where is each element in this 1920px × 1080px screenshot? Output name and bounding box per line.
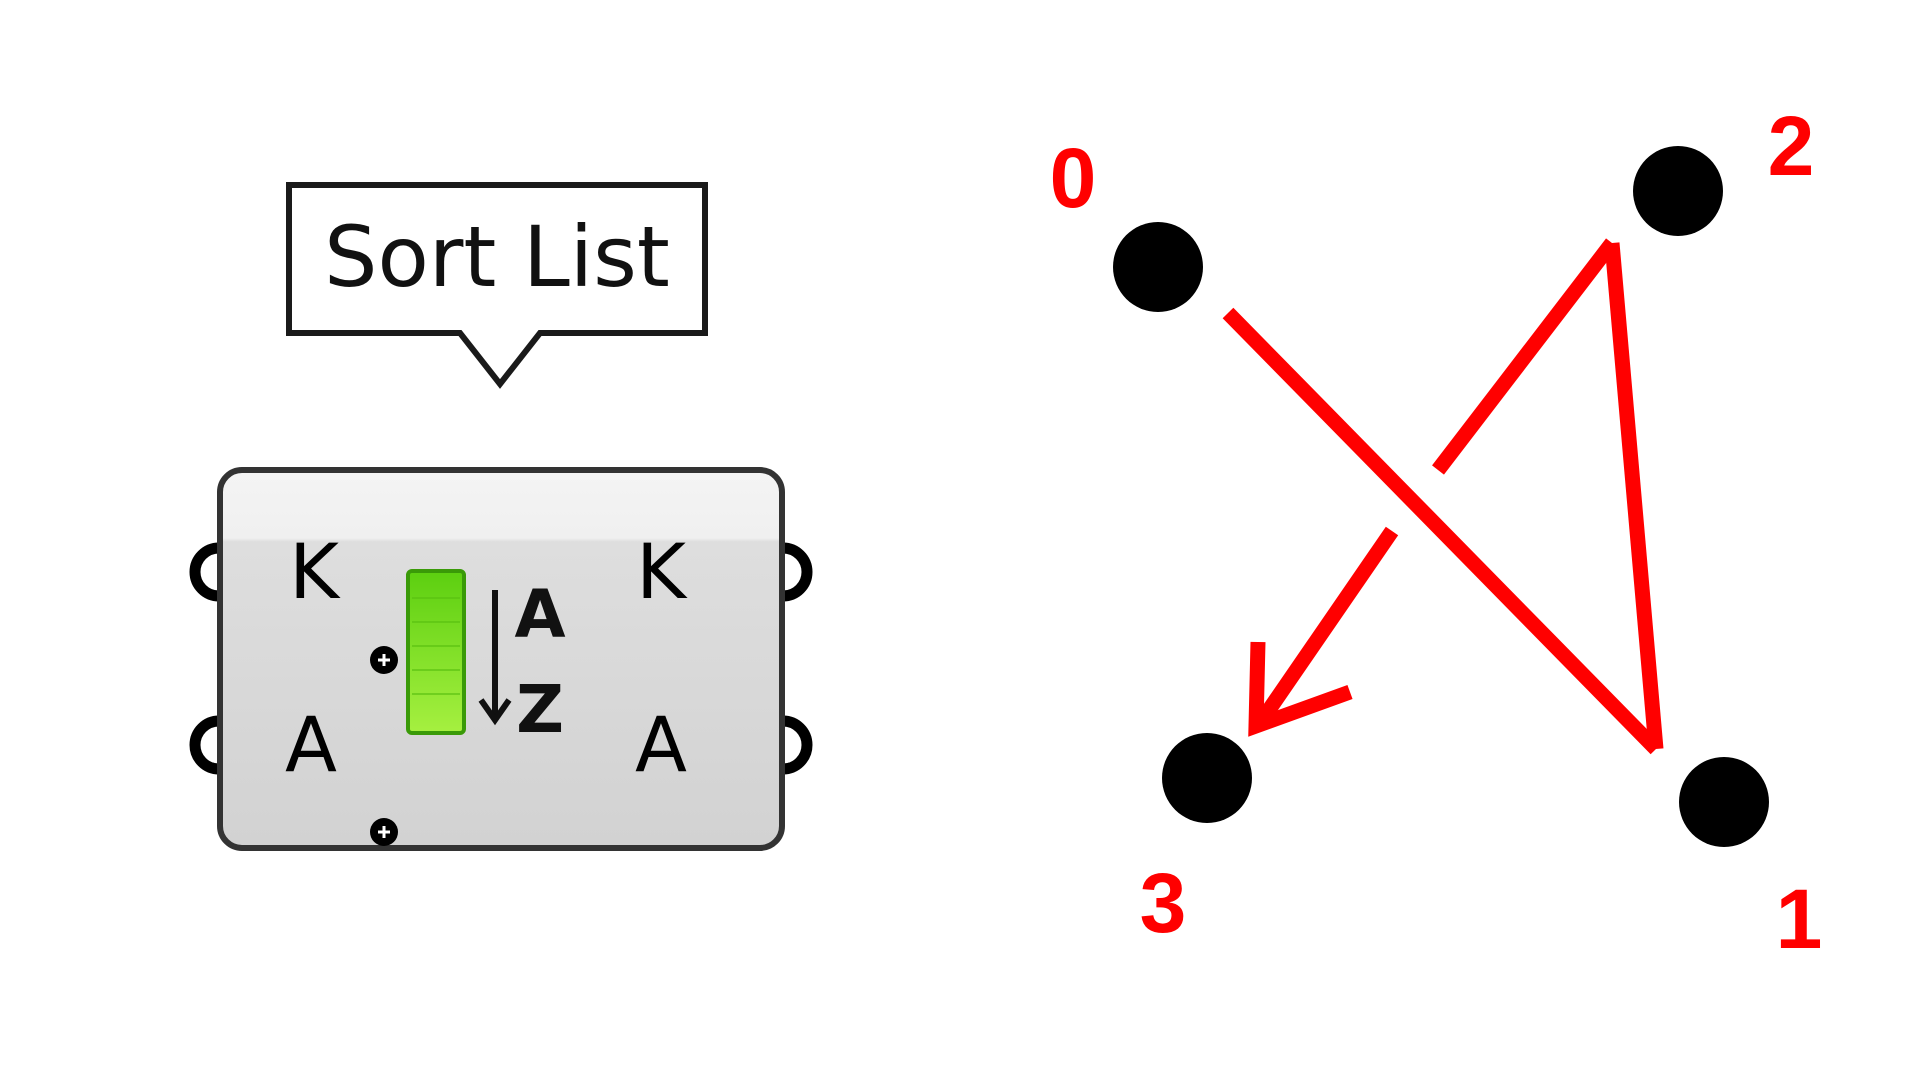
point-1 (1679, 757, 1769, 847)
path-segment-1-2 (1604, 242, 1664, 750)
point-label-1: 1 (1776, 872, 1823, 966)
output-label-a: A (635, 700, 687, 789)
input-label-a: A (285, 700, 337, 789)
add-input-a-icon[interactable] (370, 818, 398, 846)
tooltip-text: Sort List (324, 208, 670, 306)
sort-az-icon: A Z (406, 569, 566, 748)
sort-order-path (1222, 238, 1664, 755)
output-grip-k[interactable] (782, 542, 813, 602)
input-label-k: K (289, 527, 341, 616)
svg-text:A: A (514, 576, 565, 653)
point-label-2: 2 (1768, 99, 1815, 193)
svg-text:Z: Z (516, 671, 564, 748)
component-body[interactable] (217, 467, 785, 851)
point-0 (1113, 222, 1203, 312)
output-label-k: K (636, 527, 688, 616)
path-segment-2-3b (1255, 526, 1399, 725)
tooltip-sort-list: Sort List (286, 182, 708, 389)
input-grip-a[interactable] (189, 715, 220, 775)
add-input-k-icon[interactable] (370, 646, 398, 674)
input-grip-k[interactable] (189, 542, 220, 602)
point-label-3: 3 (1140, 856, 1187, 950)
path-segment-2-3a (1432, 238, 1618, 475)
arrowhead-icon (1248, 641, 1353, 737)
point-3 (1162, 733, 1252, 823)
output-grip-a[interactable] (782, 715, 813, 775)
point-2 (1633, 146, 1723, 236)
sort-list-component[interactable]: K A K A A Z (189, 467, 813, 851)
path-segment-0-1 (1222, 307, 1662, 755)
point-label-0: 0 (1050, 131, 1097, 225)
